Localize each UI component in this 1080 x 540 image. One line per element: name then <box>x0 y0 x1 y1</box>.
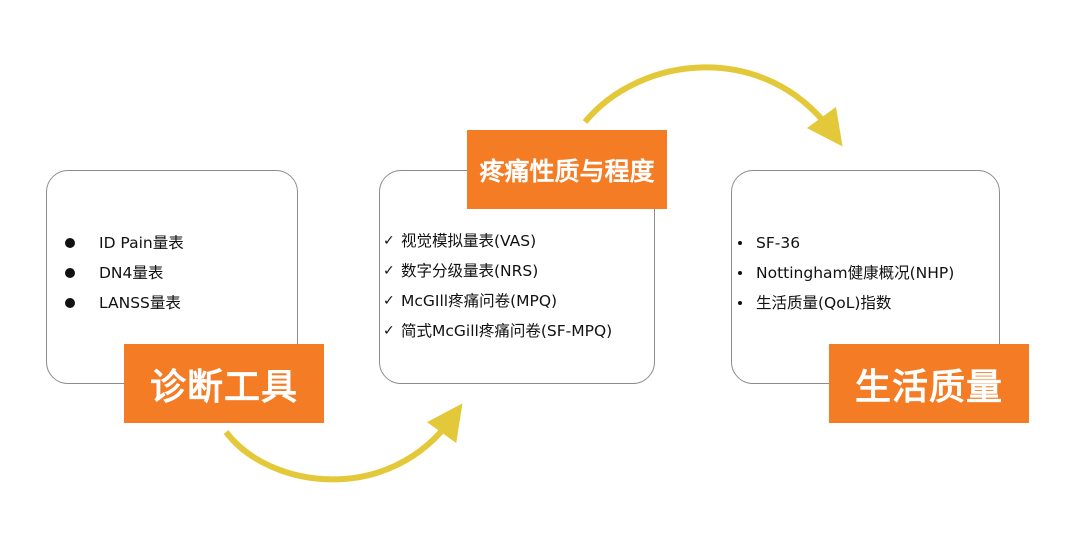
list-item-text: LANSS量表 <box>99 294 181 312</box>
list-item-text: 生活质量(QoL)指数 <box>756 294 892 312</box>
list-item: ✓ 简式McGill疼痛问卷(SF-MPQ) <box>383 316 612 346</box>
diagnosis-tools-list: ID Pain量表 DN4量表 LANSS量表 <box>65 228 184 318</box>
check-icon: ✓ <box>383 263 395 279</box>
list-item: Nottingham健康概况(NHP) <box>737 258 954 288</box>
list-item-text: ID Pain量表 <box>99 234 184 252</box>
list-item: LANSS量表 <box>65 288 184 318</box>
list-item: ✓ McGIll疼痛问卷(MPQ) <box>383 286 612 316</box>
pain-nature-list: ✓ 视觉模拟量表(VAS) ✓ 数字分级量表(NRS) ✓ McGIll疼痛问卷(MP… <box>383 226 612 346</box>
label-diagnosis-tools: 诊断工具 <box>124 344 324 423</box>
list-item: ID Pain量表 <box>65 228 184 258</box>
arrow-pain-to-quality <box>582 64 843 147</box>
bullet-dot-icon <box>738 241 742 245</box>
list-item: ✓ 数字分级量表(NRS) <box>383 256 612 286</box>
list-item-text: SF-36 <box>756 234 801 252</box>
check-icon: ✓ <box>383 293 395 309</box>
list-item: 生活质量(QoL)指数 <box>737 288 954 318</box>
check-icon: ✓ <box>383 233 395 249</box>
label-pain-nature: 疼痛性质与程度 <box>467 130 667 209</box>
quality-of-life-list: SF-36 Nottingham健康概况(NHP) 生活质量(QoL)指数 <box>737 228 954 318</box>
bullet-dot-icon <box>65 238 75 248</box>
bullet-dot-icon <box>65 268 75 278</box>
check-icon: ✓ <box>383 323 395 339</box>
list-item: ✓ 视觉模拟量表(VAS) <box>383 226 612 256</box>
list-item: SF-36 <box>737 228 954 258</box>
list-item-text: Nottingham健康概况(NHP) <box>756 264 955 282</box>
arrow-diagnosis-to-pain <box>223 403 463 483</box>
list-item-text: 视觉模拟量表(VAS) <box>401 232 537 250</box>
bullet-dot-icon <box>738 271 742 275</box>
list-item: DN4量表 <box>65 258 184 288</box>
list-item-text: DN4量表 <box>99 264 164 282</box>
bullet-dot-icon <box>65 298 75 308</box>
bullet-dot-icon <box>738 301 742 305</box>
list-item-text: 数字分级量表(NRS) <box>401 262 539 280</box>
label-quality-of-life: 生活质量 <box>829 344 1029 423</box>
list-item-text: 简式McGill疼痛问卷(SF-MPQ) <box>401 322 613 340</box>
list-item-text: McGIll疼痛问卷(MPQ) <box>401 292 558 310</box>
